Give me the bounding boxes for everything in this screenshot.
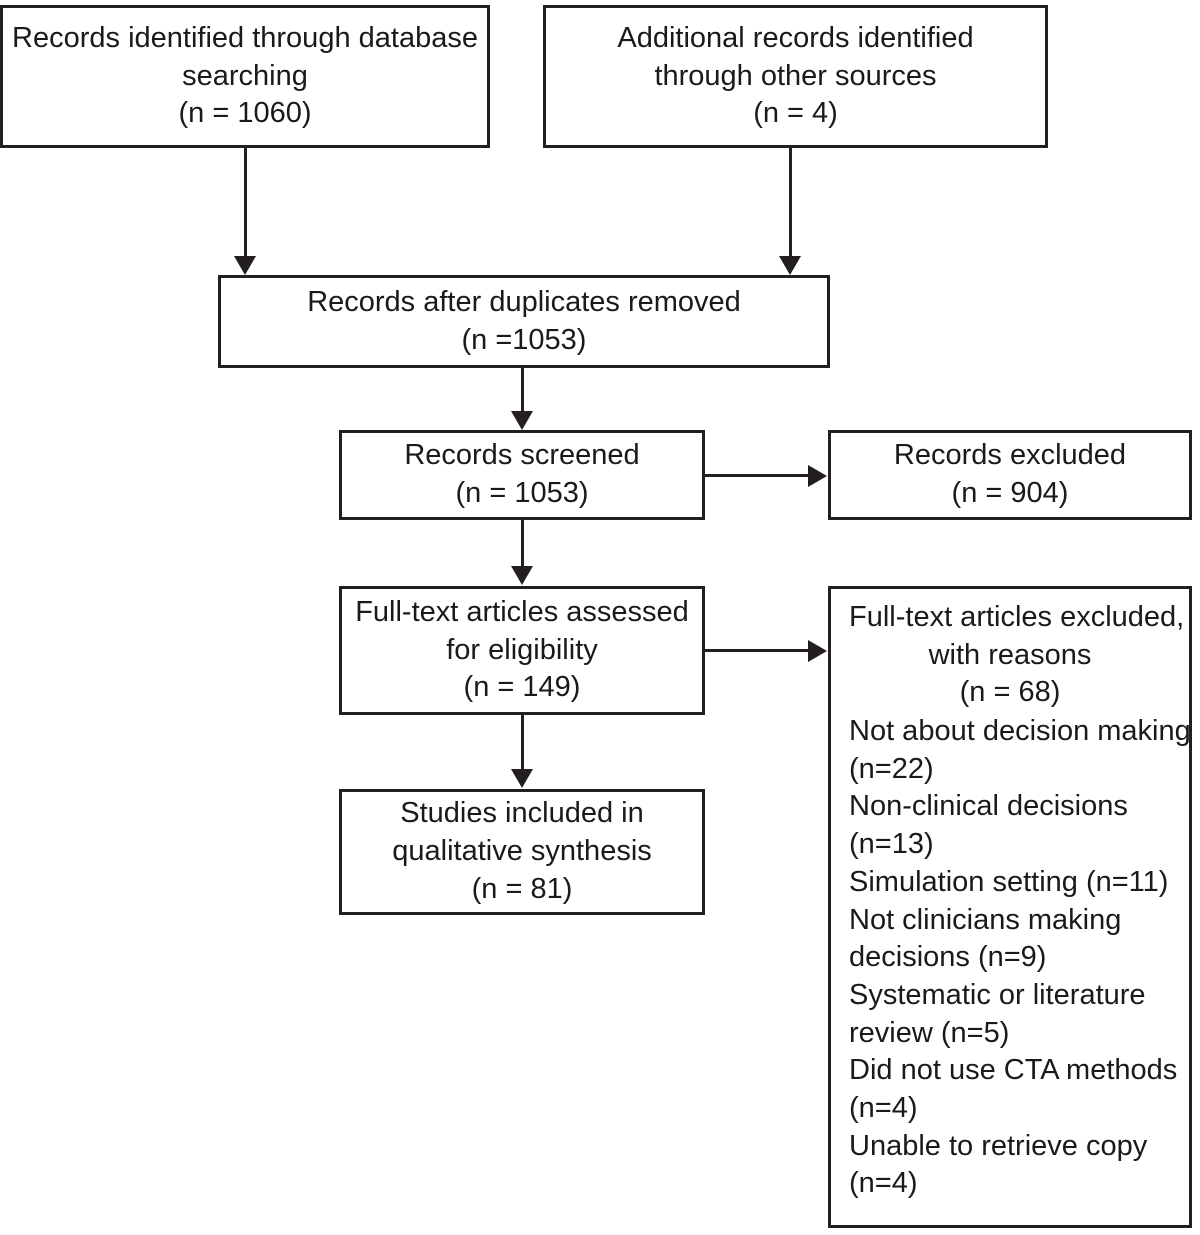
exclusion-reason-item: review (n=5)	[849, 1016, 1010, 1049]
duplicates-removed-count: (n =1053)	[461, 323, 587, 356]
fulltext-excluded-header: Full-text articles excluded, with reason…	[849, 599, 1185, 712]
records-identified-database-count: (n = 1060)	[178, 97, 312, 130]
duplicates-removed-line-1: Records after duplicates removed	[307, 285, 741, 318]
connector-other-to-duplicates-arrowhead	[779, 256, 801, 275]
connector-fulltext-to-included-line	[521, 715, 524, 770]
node-records-excluded: Records excluded (n = 904)	[828, 430, 1192, 520]
additional-records-line-1: Additional records identified	[617, 21, 974, 54]
connector-other-to-duplicates-line	[789, 148, 792, 258]
node-records-screened: Records screened (n = 1053)	[339, 430, 705, 520]
fulltext-assessed-line-1: Full-text articles assessed	[355, 595, 689, 628]
exclusion-reason-item: Simulation setting (n=11)	[849, 865, 1169, 898]
connector-fulltext-to-included-arrowhead	[511, 769, 533, 788]
exclusion-reasons-list: Not about decision making (n=22) Non-cli…	[849, 713, 1191, 1203]
records-excluded-line-1: Records excluded	[893, 439, 1127, 472]
connector-duplicates-to-screened-line	[521, 368, 524, 413]
connector-database-to-duplicates-arrowhead	[234, 256, 256, 275]
fulltext-excluded-header-line-1: Full-text articles excluded,	[849, 601, 1185, 633]
connector-fulltext-to-excluded-reasons-arrowhead	[808, 640, 827, 662]
studies-included-count: (n = 81)	[471, 872, 573, 905]
connector-database-to-duplicates-line	[244, 148, 247, 258]
node-full-text-articles-assessed: Full-text articles assessed for eligibil…	[339, 586, 705, 715]
connector-screened-to-fulltext-line	[521, 520, 524, 568]
node-full-text-articles-excluded-with-reasons: Full-text articles excluded, with reason…	[828, 586, 1192, 1228]
exclusion-reason-item: Unable to retrieve copy	[849, 1129, 1148, 1162]
additional-records-line-2: through other sources	[654, 59, 937, 92]
connector-fulltext-to-excluded-reasons-line	[705, 649, 810, 652]
records-identified-database-line-1: Records identified through database	[12, 21, 478, 54]
node-additional-records-other-sources: Additional records identified through ot…	[543, 5, 1048, 148]
exclusion-reason-item: (n=13)	[849, 828, 934, 861]
records-screened-line-1: Records screened	[404, 439, 640, 472]
exclusion-reason-item: Not about decision making	[849, 715, 1191, 748]
node-studies-included: Studies included in qualitative synthesi…	[339, 789, 705, 915]
studies-included-line-2: qualitative synthesis	[392, 835, 652, 868]
fulltext-assessed-count: (n = 149)	[463, 671, 581, 704]
connector-screened-to-excluded-line	[705, 474, 810, 477]
node-records-identified-database: Records identified through database sear…	[0, 5, 490, 148]
exclusion-reason-item: Did not use CTA methods	[849, 1054, 1178, 1087]
exclusion-reason-item: Systematic or literature	[849, 978, 1146, 1011]
exclusion-reason-item: decisions (n=9)	[849, 941, 1047, 974]
records-excluded-count: (n = 904)	[951, 477, 1069, 509]
connector-screened-to-excluded-arrowhead	[808, 465, 827, 487]
connector-duplicates-to-screened-arrowhead	[511, 411, 533, 430]
records-identified-database-line-2: searching	[182, 59, 308, 92]
fulltext-assessed-line-2: for eligibility	[446, 633, 598, 666]
additional-records-count: (n = 4)	[753, 97, 838, 130]
exclusion-reason-item: (n=22)	[849, 752, 934, 785]
exclusion-reason-item: Non-clinical decisions	[849, 790, 1128, 823]
records-screened-count: (n = 1053)	[455, 477, 589, 509]
fulltext-excluded-header-line-2: with reasons	[928, 638, 1092, 671]
studies-included-line-1: Studies included in	[400, 797, 644, 830]
exclusion-reason-item: Not clinicians making	[849, 903, 1122, 936]
node-records-after-duplicates-removed: Records after duplicates removed (n =105…	[218, 275, 830, 368]
connector-screened-to-fulltext-arrowhead	[511, 566, 533, 585]
fulltext-excluded-count: (n = 68)	[959, 676, 1061, 709]
exclusion-reason-item: (n=4)	[849, 1091, 918, 1124]
exclusion-reason-item: (n=4)	[849, 1167, 918, 1200]
